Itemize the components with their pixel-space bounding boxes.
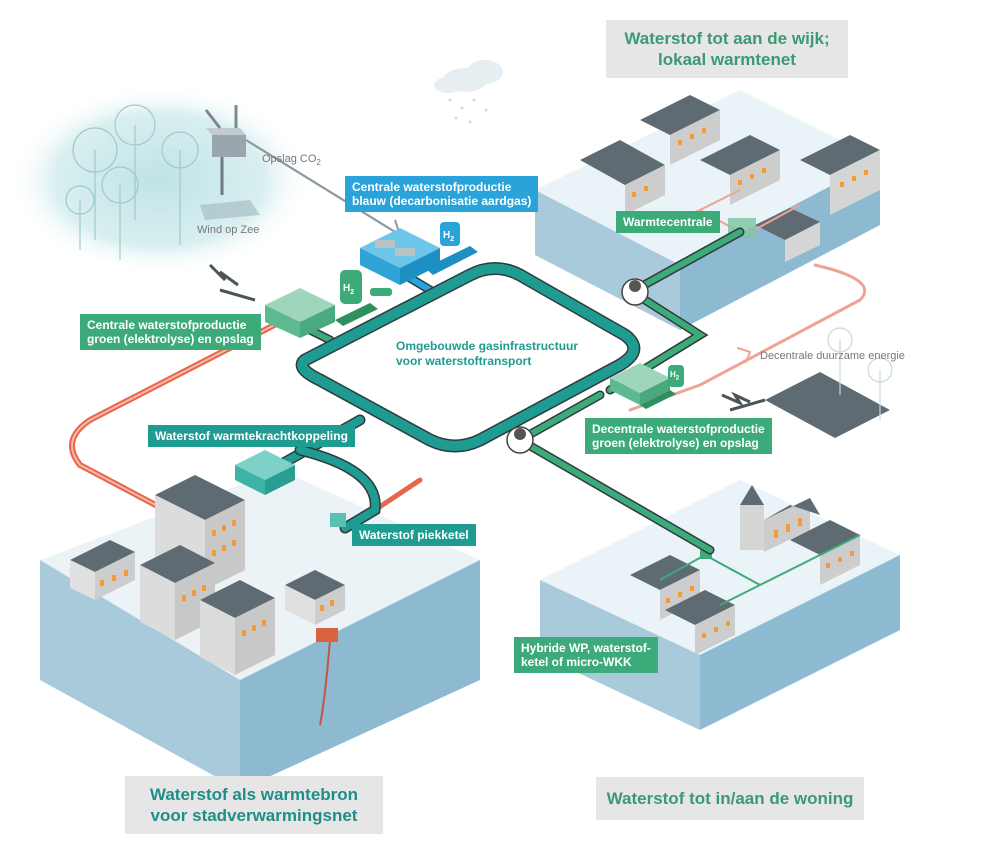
low-building	[755, 208, 820, 262]
title-line: Waterstof tot aan de wijk;	[624, 29, 830, 48]
h2-tank-icon	[340, 270, 362, 304]
label-line: Decentrale waterstofproductie	[592, 422, 765, 436]
label-co2-storage: Opslag CO2	[262, 153, 321, 167]
title-line: Waterstof als warmtebron	[149, 785, 359, 804]
heat-pipe-network	[69, 263, 867, 533]
district-block-left	[40, 470, 480, 790]
label-line: groen (elektrolyse) en opslag	[592, 436, 759, 450]
arrow-icon	[737, 347, 751, 363]
label-line: voor waterstoftransport	[396, 354, 532, 368]
label-text: H	[443, 230, 451, 241]
title-neighborhood: Waterstof tot aan de wijk; lokaal warmte…	[606, 20, 848, 78]
label-heat-station: Warmtecentrale	[616, 211, 720, 233]
co2-transport-line	[245, 139, 401, 236]
chp-plant	[235, 450, 295, 495]
apartment-building	[200, 580, 275, 675]
label-line: Hybride WP, waterstof-	[521, 641, 651, 655]
h2-text: H2	[443, 230, 454, 243]
pipe-junction-icon	[621, 278, 649, 306]
label-decentral-green-production: Decentrale waterstofproductie groen (ele…	[585, 418, 772, 454]
wind-turbine-icon	[65, 104, 199, 260]
wind-turbine-icon	[827, 327, 893, 420]
solar-park	[765, 372, 890, 438]
green-hydrogen-plant	[265, 270, 392, 338]
lit-windows	[666, 518, 854, 638]
gas-platform-icon	[200, 105, 260, 220]
label-central-green-production: Centrale waterstofproductie groen (elekt…	[80, 314, 261, 350]
h2-tank-icon	[668, 365, 684, 387]
apartment-building	[800, 135, 880, 215]
electricity-arrow-icon	[208, 263, 256, 302]
label-central-blue-production: Centrale waterstofproductie blauw (decar…	[345, 176, 539, 212]
distribution-node-icon	[700, 550, 712, 559]
label-line: blauw (decarbonisatie aardgas)	[352, 194, 532, 208]
label-text: H	[343, 283, 351, 294]
row-houses	[640, 95, 720, 165]
label-line: Centrale waterstofproductie	[87, 318, 247, 332]
label-hybrid-heatpump: Hybride WP, waterstof- ketel of micro-WK…	[514, 637, 658, 673]
label-line: Centrale waterstofproductie	[352, 180, 512, 194]
h2-tank-icon	[440, 222, 460, 246]
label-line: ketel of micro-WKK	[521, 655, 632, 669]
label-text: Decentrale duurzame energie	[760, 350, 905, 362]
label-line: groen (elektrolyse) en opslag	[87, 332, 254, 346]
cloud-icon	[434, 60, 503, 93]
label-ring-infrastructure: Omgebouwde gasinfrastructuur voor waters…	[396, 339, 578, 369]
label-line: Warmtecentrale	[623, 215, 713, 229]
geothermal-unit-icon	[316, 628, 338, 642]
label-subscript: 2	[675, 375, 680, 382]
hydrogen-distribution-lines	[659, 534, 861, 606]
lit-windows	[100, 520, 334, 636]
title-home: Waterstof tot in/aan de woning	[596, 777, 864, 820]
h2-text: H2	[670, 370, 679, 382]
label-subscript: 2	[450, 236, 455, 243]
h2-text: H2	[343, 283, 354, 296]
electricity-arrow-icon	[721, 391, 766, 412]
pipe-junction-icon	[506, 426, 534, 454]
title-line: Waterstof tot in/aan de woning	[606, 789, 854, 808]
label-chp: Waterstof warmtekrachtkoppeling	[148, 425, 355, 447]
title-line: lokaal warmtenet	[658, 50, 796, 69]
decentral-hydrogen-plant	[610, 363, 684, 409]
peak-boiler-icon	[330, 513, 346, 527]
label-text: Opslag CO	[262, 153, 317, 165]
district-block-bottom-right	[540, 480, 900, 730]
title-district-heating: Waterstof als warmtebron voor stadverwar…	[125, 776, 383, 834]
snow-icon	[448, 98, 488, 124]
district-block-top-right	[535, 90, 880, 330]
label-peak-boiler: Waterstof piekketel	[352, 524, 476, 546]
label-offshore-wind: Wind op Zee	[197, 224, 259, 236]
lit-windows	[632, 128, 868, 197]
label-text: H	[670, 370, 676, 379]
label-decentral-energy: Decentrale duurzame energie	[760, 350, 905, 362]
label-text: Wind op Zee	[197, 224, 260, 236]
label-line: Waterstof piekketel	[359, 528, 469, 542]
blue-hydrogen-plant	[360, 222, 478, 285]
gas-ring-pipeline	[295, 262, 641, 453]
row-houses	[700, 135, 780, 205]
offshore-wind-area	[10, 85, 310, 275]
hydrogen-truck-icon	[370, 288, 392, 296]
label-subscript: 2	[350, 289, 355, 296]
title-line: voor stadverwarmingsnet	[150, 806, 358, 825]
label-line: Omgebouwde gasinfrastructuur	[396, 339, 579, 353]
label-line: Waterstof warmtekrachtkoppeling	[155, 429, 348, 443]
label-subscript: 2	[316, 158, 321, 168]
